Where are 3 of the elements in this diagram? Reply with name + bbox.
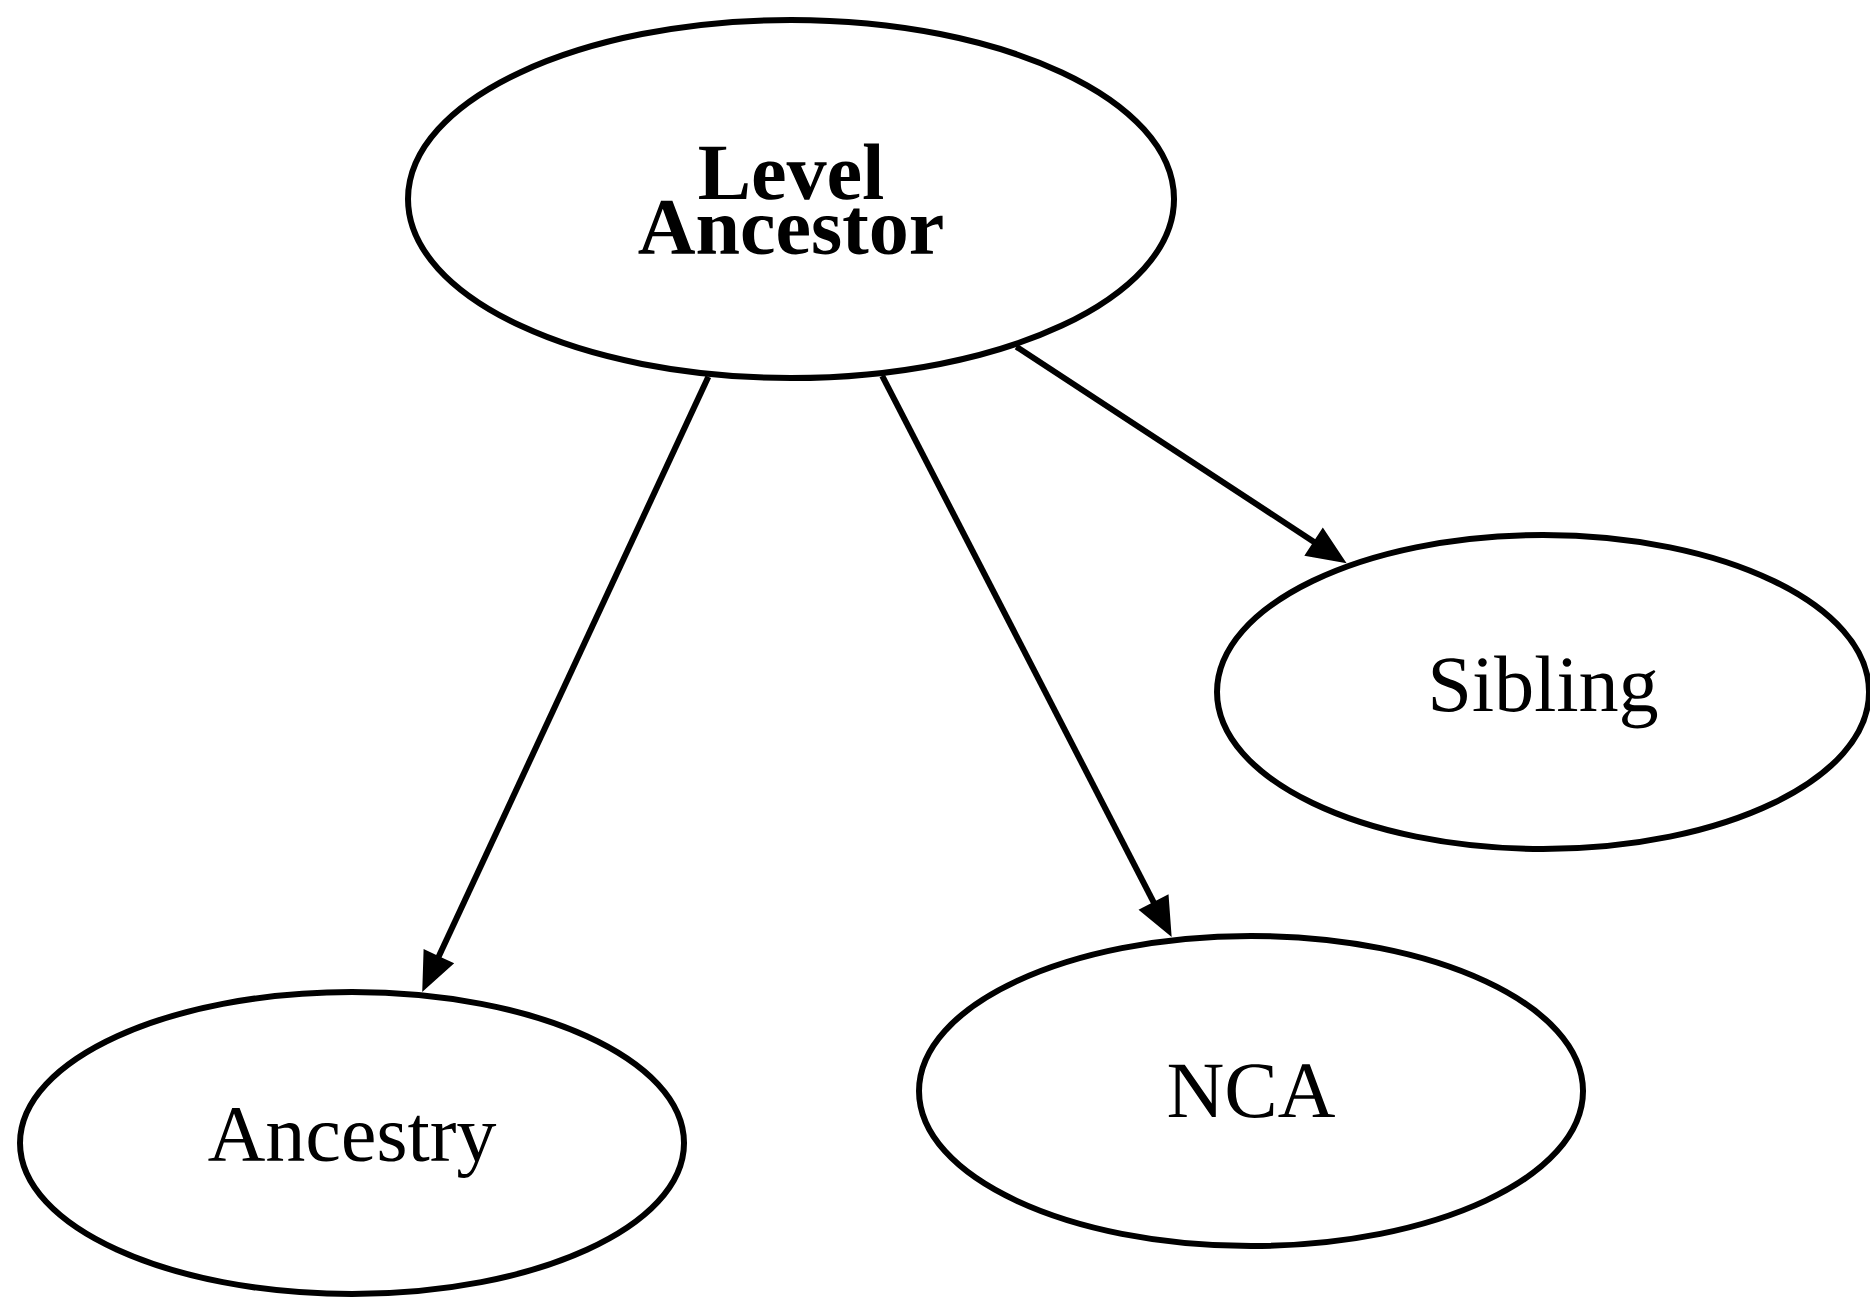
ellipse-node: Level Ancestor: [405, 17, 1177, 381]
ellipse-node: Ancestry: [17, 989, 687, 1297]
ellipse-node: NCA: [916, 933, 1586, 1249]
